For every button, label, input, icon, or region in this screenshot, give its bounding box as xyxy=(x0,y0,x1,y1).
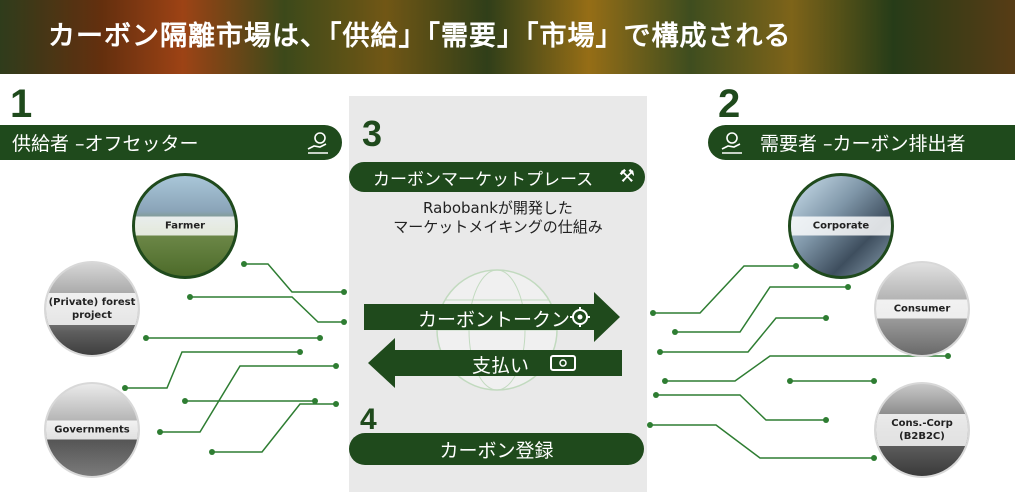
governments-circle: Governments xyxy=(44,382,140,478)
money-icon xyxy=(550,355,576,371)
corporate-label: Corporate xyxy=(791,216,891,236)
farmer-circle: Farmer xyxy=(132,173,238,279)
cons-corp-circle: Cons.-Corp (B2B2C) xyxy=(874,382,970,478)
description-line-2: マーケットメイキングの仕組み xyxy=(393,218,603,236)
supplier-number: 1 xyxy=(10,82,33,126)
demand-header: 需要者 –カーボン排出者 xyxy=(708,125,1015,160)
supplier-connectors xyxy=(125,263,344,453)
cons-corp-label: Cons.-Corp (B2B2C) xyxy=(876,414,968,446)
demand-number: 2 xyxy=(718,82,741,126)
consumer-label: Consumer xyxy=(876,299,968,319)
marketplace-description: Rabobankが開発した マーケットメイキングの仕組み xyxy=(349,199,647,237)
market-number: 3 xyxy=(362,113,383,154)
emitter-connectors xyxy=(650,265,948,459)
token-label: カーボントークン xyxy=(418,309,571,331)
governments-label: Governments xyxy=(46,420,138,440)
hand-coin-icon xyxy=(306,131,330,155)
emitter-connector-dots xyxy=(647,263,951,461)
consumer-circle: Consumer xyxy=(874,261,970,357)
description-line-1: Rabobankが開発した xyxy=(423,199,573,217)
supplier-label: 供給者 –オフセッター xyxy=(12,133,199,155)
forest-project-circle: (Private) forest project xyxy=(44,261,140,357)
corporate-circle: Corporate xyxy=(788,173,894,279)
marketplace-header: カーボンマーケットプレース ⚒ xyxy=(349,162,645,192)
forest-project-label-line-2: project xyxy=(72,310,112,321)
payment-label: 支払い xyxy=(472,355,530,377)
token-arrow xyxy=(364,292,620,342)
registry-header: カーボン登録 xyxy=(349,433,644,465)
payment-arrow xyxy=(368,338,622,388)
page-title: カーボン隔離市場は、「供給」「需要」「市場」で構成される xyxy=(48,21,792,52)
gavel-icon: ⚒ xyxy=(618,166,635,187)
supplier-header: 供給者 –オフセッター xyxy=(0,125,342,160)
forest-project-label: (Private) forest project xyxy=(46,293,138,325)
marketplace-label: カーボンマーケットプレース xyxy=(373,169,594,190)
registry-number: 4 xyxy=(360,403,377,436)
cons-corp-label-line-1: Cons.-Corp xyxy=(891,418,953,429)
hand-coin-icon xyxy=(720,131,744,155)
farmer-label: Farmer xyxy=(135,216,235,236)
header-banner xyxy=(0,0,1015,74)
cons-corp-label-line-2: (B2B2C) xyxy=(899,431,945,442)
gear-icon xyxy=(570,307,590,327)
supplier-connector-dots xyxy=(122,261,347,455)
demand-label: 需要者 –カーボン排出者 xyxy=(760,133,966,155)
forest-project-label-line-1: (Private) forest xyxy=(48,297,136,308)
registry-label: カーボン登録 xyxy=(439,439,554,462)
